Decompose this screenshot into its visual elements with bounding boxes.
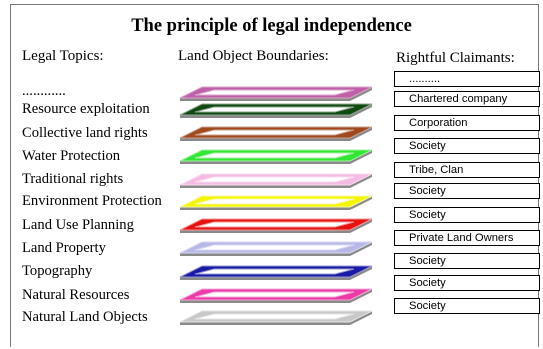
boundary-layer [179, 310, 373, 325]
claimant-box: Chartered company [394, 91, 540, 107]
claimant-box: Corporation [394, 115, 540, 131]
legal-topic: Topography [22, 263, 93, 279]
claimant-box: Society [394, 298, 540, 314]
boundary-layer [179, 149, 373, 164]
boundary-layer [179, 86, 373, 101]
claimant-box: Tribe, Clan [394, 162, 540, 178]
legal-topic: Land Use Planning [22, 217, 134, 233]
legal-topic: Natural Land Objects [22, 309, 148, 325]
claimant-box: Private Land Owners [394, 230, 540, 246]
boundary-layer [179, 173, 373, 188]
legal-topic: Water Protection [22, 148, 121, 164]
claimant-box: Society [394, 183, 540, 199]
legal-topic: Collective land rights [22, 125, 148, 141]
rightful-claimants-header: Rightful Claimants: [396, 50, 515, 66]
boundary-layer [179, 195, 373, 210]
claimant-box: Society [394, 138, 540, 154]
claimant-box: Society [394, 253, 540, 269]
boundary-layer [179, 126, 373, 141]
legal-topic: Natural Resources [22, 287, 130, 303]
legal-topic: Environment Protection [22, 193, 162, 209]
diagram-title: The principle of legal independence [131, 16, 412, 36]
legal-topic: ............ [22, 83, 66, 99]
legal-topics-header: Legal Topics: [22, 48, 104, 64]
legal-topic: Resource exploitation [22, 101, 150, 117]
boundary-layer [179, 218, 373, 233]
claimant-box: Society [394, 207, 540, 223]
boundary-layer [179, 288, 373, 303]
claimant-box: .......... [394, 71, 540, 87]
land-object-boundaries-header: Land Object Boundaries: [178, 48, 329, 64]
boundary-layer [179, 265, 373, 280]
claimant-box: Society [394, 275, 540, 291]
legal-topic: Land Property [22, 240, 106, 256]
boundary-layer [179, 241, 373, 256]
boundary-layer [179, 103, 373, 118]
legal-topic: Traditional rights [22, 171, 124, 187]
